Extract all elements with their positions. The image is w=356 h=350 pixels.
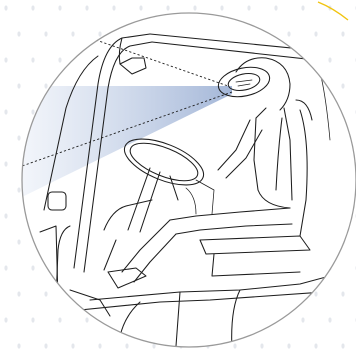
accent-arc [318,2,348,20]
